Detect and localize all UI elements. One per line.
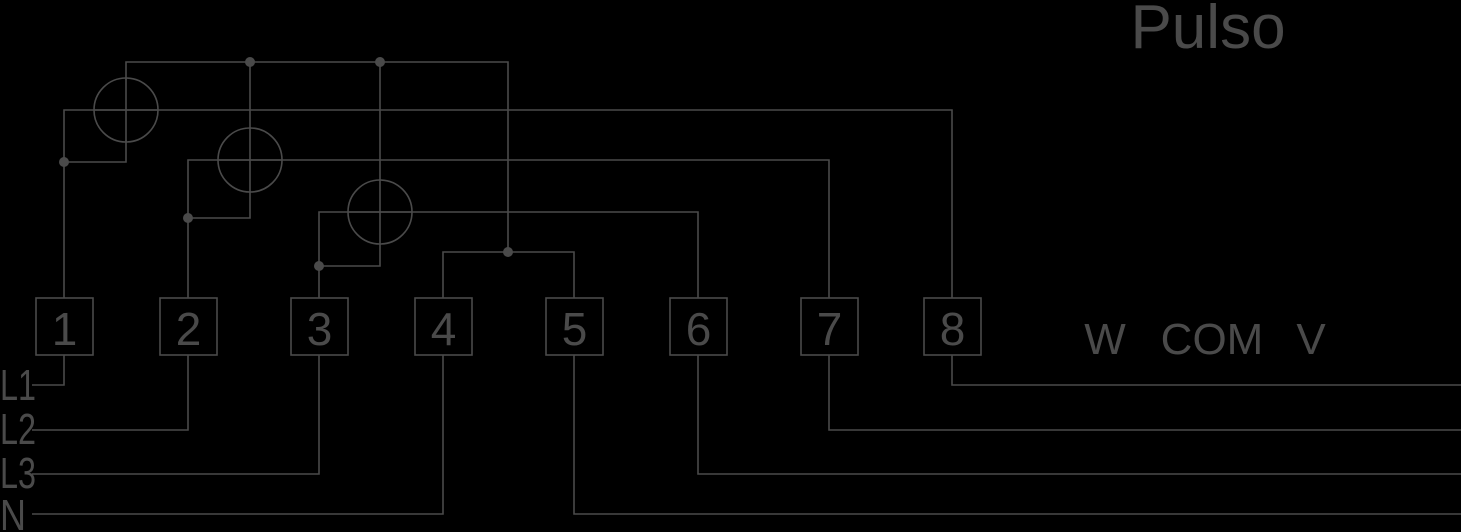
terminal-box-5 [545, 297, 604, 356]
terminal-box-7 [800, 297, 859, 356]
junction-dot [245, 57, 255, 67]
terminal-label-6: 6 [686, 303, 712, 355]
terminal-label-7: 7 [817, 303, 843, 355]
terminal-box-3 [290, 297, 349, 356]
junction-dot [503, 247, 513, 257]
terminal-label-3: 3 [307, 303, 333, 355]
terminal-box-1 [35, 297, 94, 356]
terminal-box-2 [159, 297, 218, 356]
l2-wire [32, 355, 189, 431]
pulse-labels: W COM V [1084, 315, 1326, 364]
neutral-junction-wire [442, 251, 575, 298]
out-wire-8 [951, 355, 1461, 386]
junction-dot [59, 157, 69, 167]
coil-1 [93, 77, 159, 143]
out-wire-6 [697, 355, 1461, 475]
line-label-l3: L3 [0, 449, 36, 498]
line-label-l2: L2 [0, 405, 36, 454]
diagram-title: Pulso [1130, 0, 1285, 62]
line-labels: L1 L2 L3 N [0, 361, 36, 532]
terminal-box-4 [414, 297, 473, 356]
terminals: 1 2 3 4 5 6 7 8 [35, 297, 982, 356]
coil-2 [217, 127, 283, 193]
line-label-n: N [0, 491, 26, 532]
l3-wire [32, 355, 320, 475]
terminal-label-5: 5 [562, 303, 588, 355]
terminal-label-2: 2 [176, 303, 202, 355]
l1-wire [32, 355, 65, 386]
coil1-current-wire [63, 109, 953, 298]
wires [32, 61, 1461, 515]
coils [93, 77, 413, 245]
coil3-current-wire [318, 211, 699, 298]
terminal-label-8: 8 [940, 303, 966, 355]
coil2-current-wire [187, 159, 830, 298]
terminal-box-6 [669, 297, 728, 356]
coil3-tap-wire [319, 244, 381, 267]
coil1-tap-wire [64, 140, 127, 163]
junction-dot [183, 213, 193, 223]
pulse-label-w: W [1084, 315, 1126, 364]
n-wire [32, 355, 444, 515]
coil2-tap-wire [188, 192, 251, 219]
junction-dot [314, 261, 324, 271]
line-label-l1: L1 [0, 361, 36, 410]
out-wire-7 [828, 355, 1461, 431]
pulse-label-com: COM [1161, 315, 1264, 364]
coil-3 [347, 179, 413, 245]
terminal-label-4: 4 [431, 303, 457, 355]
terminal-box-8 [923, 297, 982, 356]
terminal-label-1: 1 [52, 303, 78, 355]
junction-dots [59, 57, 513, 271]
junction-dot [375, 57, 385, 67]
pulse-label-v: V [1296, 315, 1326, 364]
voltage-bus-wire [125, 61, 509, 252]
out-wire-5 [573, 355, 1461, 515]
